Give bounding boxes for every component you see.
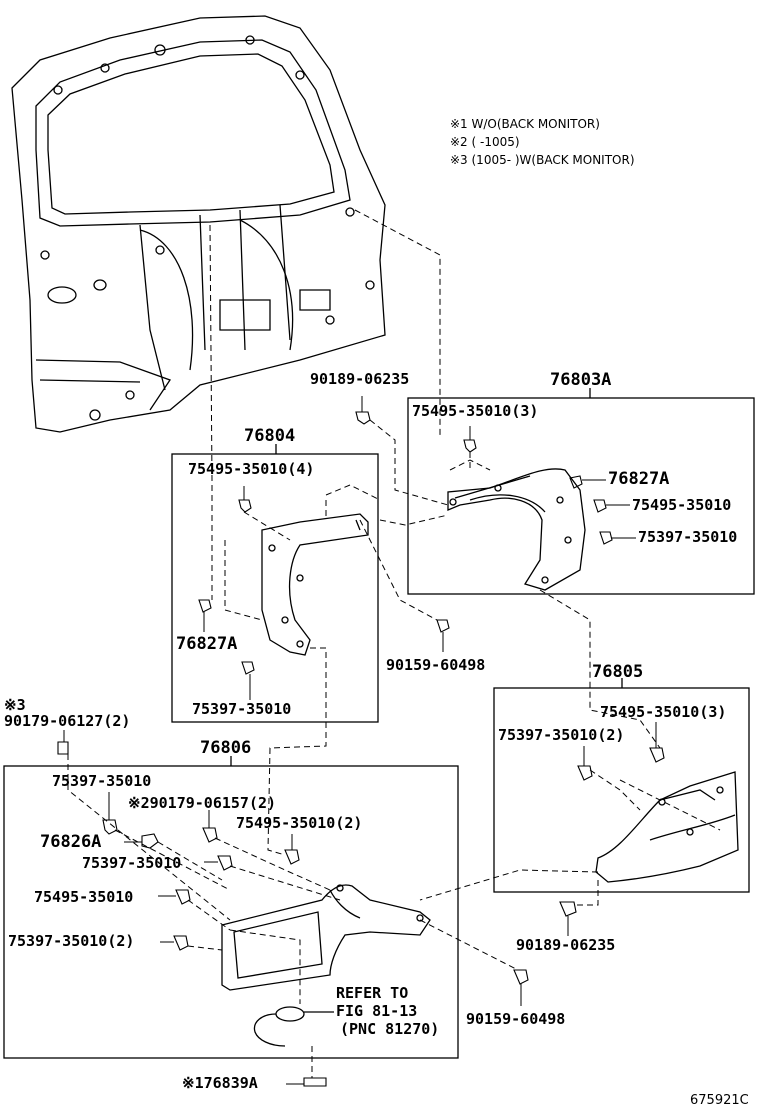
box-76803A xyxy=(407,397,755,595)
callout-90179-mark: ※3 xyxy=(4,696,26,714)
callout-75397-35010-2-left[interactable]: 75397-35010(2) xyxy=(8,932,135,950)
refer-line-1: REFER TO xyxy=(336,984,409,1002)
callout-75495-35010-left[interactable]: 75495-35010 xyxy=(34,888,134,906)
callout-90159-60498-top[interactable]: 90159-60498 xyxy=(386,656,486,674)
callout-75397-35010-right[interactable]: 75397-35010 xyxy=(638,528,738,546)
callout-76806[interactable]: 76806 xyxy=(200,738,252,758)
callout-290179-06157[interactable]: ※290179-06157(2) xyxy=(128,794,277,812)
callout-76804[interactable]: 76804 xyxy=(244,426,296,446)
trim-76804 xyxy=(261,513,369,656)
note-3: ※3 (1005- )W(BACK MONITOR) xyxy=(450,153,635,167)
trim-76806 xyxy=(221,884,431,991)
callout-90189-06235-top[interactable]: 90189-06235 xyxy=(310,370,410,388)
callout-75397-35010-center[interactable]: 75397-35010 xyxy=(82,854,182,872)
callout-76827A-right[interactable]: 76827A xyxy=(608,469,670,489)
diagram-code: 675921C xyxy=(690,1093,749,1108)
callout-76803A[interactable]: 76803A xyxy=(550,370,612,390)
installation-lines xyxy=(67,209,721,1078)
trim-76803A xyxy=(447,468,586,591)
callout-75397-35010-top[interactable]: 75397-35010 xyxy=(52,772,152,790)
callout-75397-35010-2-right[interactable]: 75397-35010(2) xyxy=(498,726,625,744)
note-1: ※1 W/O(BACK MONITOR) xyxy=(450,117,600,131)
box-76804 xyxy=(171,453,379,723)
callout-176839A[interactable]: ※176839A xyxy=(182,1074,258,1092)
refer-line-2: FIG 81-13 xyxy=(336,1002,418,1020)
fasteners xyxy=(57,411,665,1087)
callout-75495-35010-3-top[interactable]: 75495-35010(3) xyxy=(412,402,539,420)
callout-75397-35010-mid[interactable]: 75397-35010 xyxy=(192,700,292,718)
callout-76805[interactable]: 76805 xyxy=(592,662,644,682)
license-lamp-wire xyxy=(253,1006,334,1047)
callout-76827A-left[interactable]: 76827A xyxy=(176,634,238,654)
callout-90179-06127[interactable]: 90179-06127(2) xyxy=(4,712,131,730)
callout-75495-35010-4[interactable]: 75495-35010(4) xyxy=(188,460,315,478)
back-door-panel xyxy=(11,15,386,433)
refer-line-3: (PNC 81270) xyxy=(340,1020,440,1038)
note-2: ※2 ( -1005) xyxy=(450,135,520,149)
leader-lines xyxy=(63,396,657,1085)
callout-75495-35010-3-right[interactable]: 75495-35010(3) xyxy=(600,703,727,721)
callout-90189-06235-bottom[interactable]: 90189-06235 xyxy=(516,936,616,954)
callout-90159-60498-bottom[interactable]: 90159-60498 xyxy=(466,1010,566,1028)
callout-76826A[interactable]: 76826A xyxy=(40,832,102,852)
callout-75495-35010-right[interactable]: 75495-35010 xyxy=(632,496,732,514)
callout-75495-35010-2[interactable]: 75495-35010(2) xyxy=(236,814,363,832)
